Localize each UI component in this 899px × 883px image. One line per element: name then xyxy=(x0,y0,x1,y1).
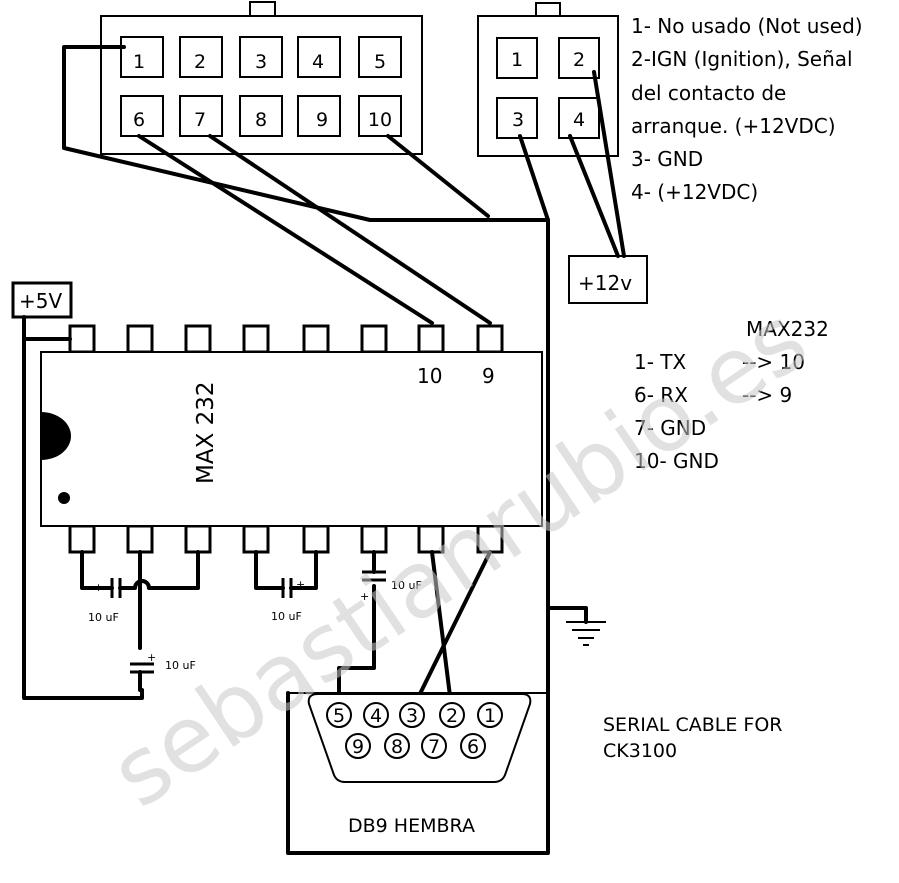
supply-12v-box: +12v xyxy=(568,255,648,304)
chip-notch-icon xyxy=(41,412,71,460)
max232-legend-pin: 1- TX xyxy=(634,350,687,374)
chip-pin-9-label: 9 xyxy=(482,364,495,388)
legend-line: 3- GND xyxy=(631,147,703,171)
connector-10-pin: 1 2 3 4 5 6 7 8 9 10 xyxy=(100,1,423,155)
connector-10-pin-label: 8 xyxy=(255,109,267,131)
power-connector-legend: 1- No usado (Not used) 2-IGN (Ignition),… xyxy=(631,14,863,204)
connector-10-pin-label: 7 xyxy=(194,109,206,131)
legend-line: del contacto de xyxy=(631,81,786,105)
connector-4-pin-label: 3 xyxy=(512,109,524,131)
legend-line: 2-IGN (Ignition), Señal xyxy=(631,47,853,71)
connector-4-pin-label: 1 xyxy=(511,49,523,71)
capacitor-value: 10 uF xyxy=(165,659,196,672)
db9-pin-label: 7 xyxy=(428,736,440,758)
connector-4-latch xyxy=(535,2,561,17)
max232-chip: MAX 232 10 9 xyxy=(40,324,543,554)
max232-legend-title: MAX232 xyxy=(746,317,829,341)
chip-pin-10-label: 10 xyxy=(417,364,442,388)
wire-12v xyxy=(568,134,620,258)
capacitor-value: 10 uF xyxy=(391,579,422,592)
ground-icon xyxy=(566,621,606,646)
db9-connector: 5 4 3 2 1 9 8 7 6 DB9 HEMBRA xyxy=(287,692,549,854)
capacitor-plus: + xyxy=(147,651,156,664)
connector-10-pin-label: 3 xyxy=(255,51,267,73)
capacitor-plus: + xyxy=(360,590,369,603)
db9-pin-label: 4 xyxy=(370,705,382,727)
wire-ign-12v xyxy=(592,70,626,258)
capacitor-plus: + xyxy=(296,578,305,591)
serial-cable-caption: SERIAL CABLE FOR xyxy=(603,714,783,736)
max232-body xyxy=(40,351,543,527)
max232-legend-arrow: --> 10 xyxy=(742,350,805,374)
connector-10-pin-label: 2 xyxy=(194,51,206,73)
capacitor-plus: + xyxy=(94,581,103,594)
supply-5v-box: +5V xyxy=(11,281,73,319)
legend-line: 1- No usado (Not used) xyxy=(631,14,863,38)
connector-4-pin-label: 4 xyxy=(573,109,585,131)
capacitor-value: 10 uF xyxy=(271,610,302,623)
legend-line: arranque. (+12VDC) xyxy=(631,114,836,138)
db9-pin-label: 3 xyxy=(406,705,418,727)
wire-5v xyxy=(22,337,144,700)
max232-legend-pin: 6- RX xyxy=(634,383,688,407)
db9-pin-label: 5 xyxy=(333,705,345,727)
wire-rx xyxy=(137,134,434,325)
wire-gnd xyxy=(208,134,492,325)
chip-pin1-dot-icon xyxy=(58,492,70,504)
max232-legend-pin: 7- GND xyxy=(634,416,706,440)
db9-pin-label: 1 xyxy=(484,705,496,727)
connector-10-pin-label: 6 xyxy=(133,109,145,131)
capacitor-value: 10 uF xyxy=(88,611,119,624)
supply-5v-label: +5V xyxy=(19,289,62,313)
connector-10-pin-label: 1 xyxy=(133,51,145,73)
connector-10-pin-label: 4 xyxy=(312,51,324,73)
connector-10-pin-label: 9 xyxy=(316,109,328,131)
connector-4-pin-label: 2 xyxy=(573,49,585,71)
db9-pin-label: 6 xyxy=(467,736,479,758)
connector-10-latch xyxy=(249,1,276,17)
wire-pin10 xyxy=(386,134,490,218)
capacitors xyxy=(110,570,386,674)
db9-pin-label: 8 xyxy=(391,736,403,758)
db9-pin-label: 9 xyxy=(352,736,364,758)
serial-cable-caption: CK3100 xyxy=(603,740,677,762)
wires xyxy=(22,45,626,855)
connector-4-pin: 1 2 3 4 xyxy=(477,2,619,157)
db9-name: DB9 HEMBRA xyxy=(348,815,475,837)
max232-pin-legend: MAX232 1- TX --> 10 6- RX --> 9 7- GND 1… xyxy=(634,317,829,473)
connector-10-pin-label: 10 xyxy=(368,109,392,131)
supply-12v-label: +12v xyxy=(578,271,632,295)
connector-10-pin-label: 5 xyxy=(374,51,386,73)
legend-line: 4- (+12VDC) xyxy=(631,180,758,204)
max232-legend-arrow: --> 9 xyxy=(742,383,792,407)
chip-name: MAX 232 xyxy=(193,381,219,484)
max232-legend-pin: 10- GND xyxy=(634,449,719,473)
db9-pin-label: 2 xyxy=(446,705,458,727)
wire-connector4-gnd xyxy=(518,134,550,222)
